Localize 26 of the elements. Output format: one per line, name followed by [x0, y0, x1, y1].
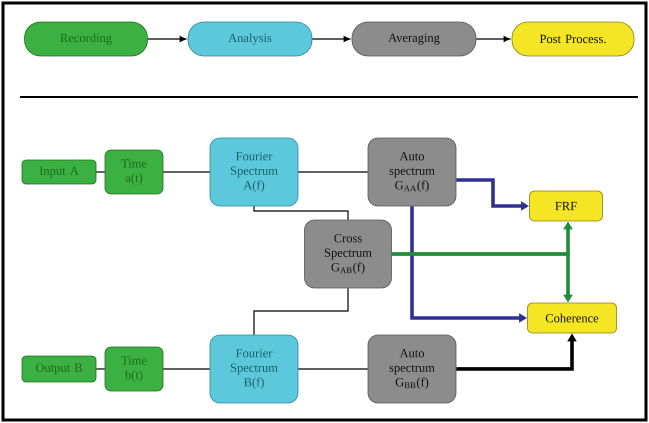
process-box: FRF — [529, 190, 603, 222]
stage-pill: Recording — [24, 22, 148, 56]
process-box: Cross Spectrum G$_{AB}$(f) — [304, 220, 392, 288]
connector-line — [96, 171, 105, 173]
connector-line — [253, 288, 349, 335]
arrow — [312, 36, 350, 42]
process-box: Output B — [22, 356, 96, 382]
process-box: Fourier Spectrum B(f) — [210, 334, 298, 404]
arrow — [476, 36, 510, 42]
connector-line — [163, 368, 210, 370]
process-box: Time a(t) — [104, 150, 164, 194]
process-box: Input A — [22, 160, 96, 184]
connector-line — [253, 206, 349, 220]
stage-pill: Averaging — [352, 22, 476, 56]
arrow — [148, 36, 186, 42]
connector-line — [298, 368, 368, 370]
connector-line — [298, 171, 368, 173]
process-box: Fourier Spectrum A(f) — [210, 138, 298, 206]
connector-line — [96, 368, 105, 370]
connector-line — [163, 171, 210, 173]
process-box: Auto spectrum G$_{BB}$(f) — [368, 334, 456, 404]
stage-pill: Analysis — [188, 22, 312, 56]
process-box: Coherence — [527, 302, 617, 334]
stage-pill: Post Process. — [512, 22, 634, 56]
process-box: Auto spectrum G$_{AA}$(f) — [368, 138, 456, 206]
process-box: Time b(t) — [104, 346, 164, 392]
